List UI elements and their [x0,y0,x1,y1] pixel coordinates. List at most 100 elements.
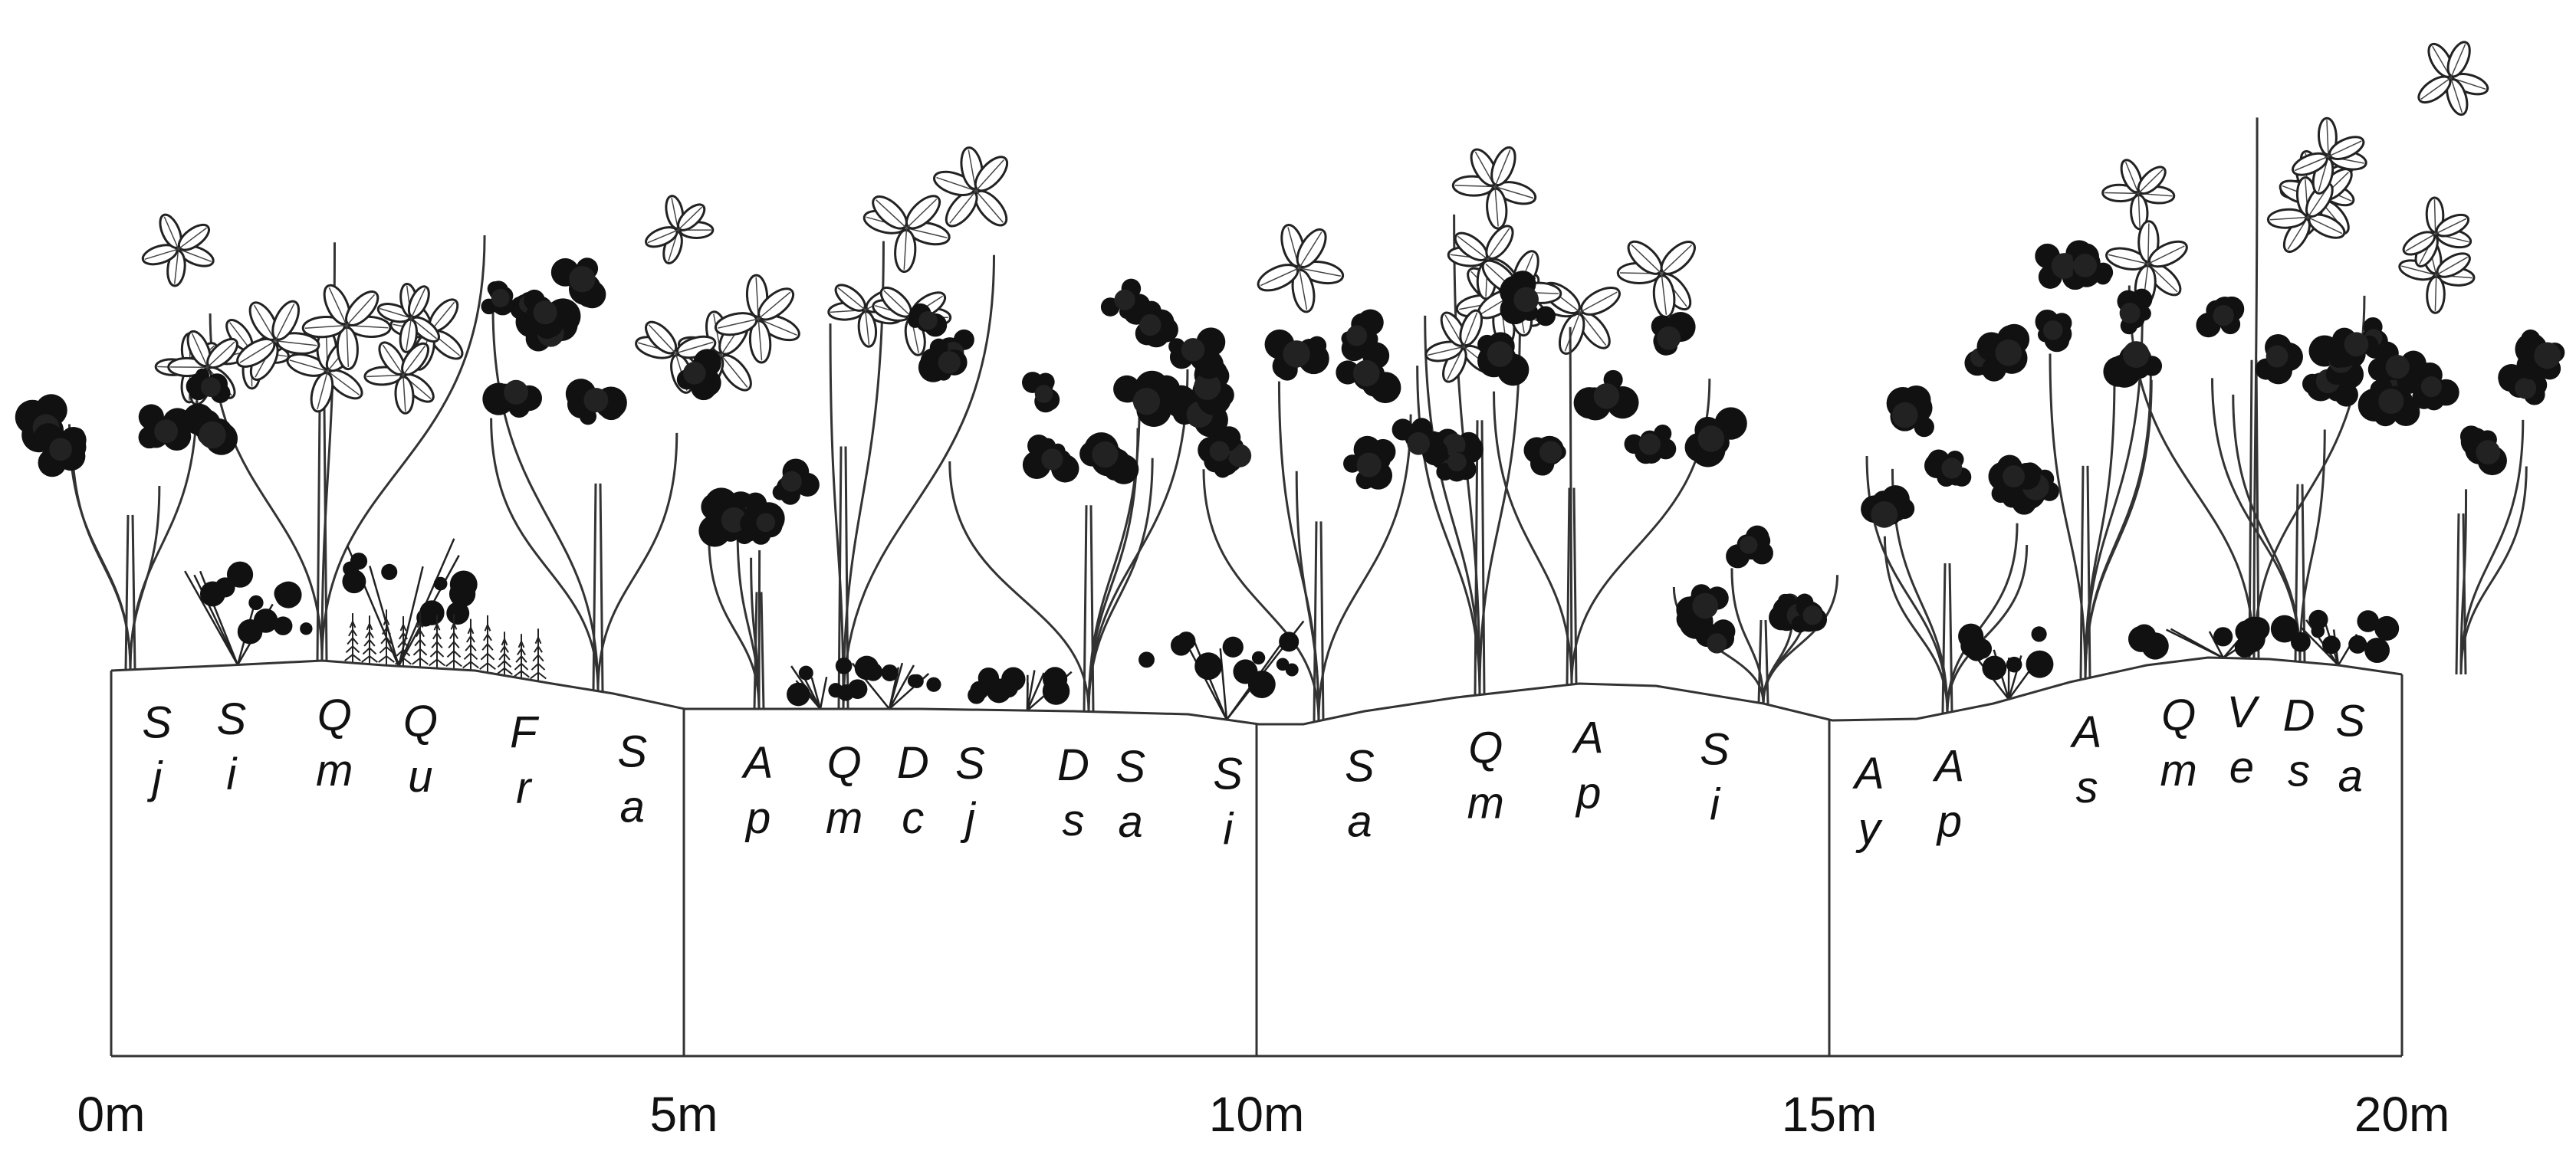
seedling [462,618,479,671]
canopy-illustration [15,41,2565,721]
shrub [342,538,478,667]
seedling [445,614,462,670]
seedling [513,634,530,679]
genus-letter: S [1345,741,1375,791]
ground-profile [110,656,2404,1058]
genus-letter: S [617,727,647,776]
seedling [344,613,361,663]
seedling [479,615,496,673]
scale-mark-label: 10m [1209,1087,1305,1142]
shrub [1138,620,1305,720]
genus-letter: F [510,708,540,758]
species-letter: a [1347,796,1372,846]
genus-letter: A [1572,713,1604,763]
shrub [968,667,1073,712]
genus-letter: Q [827,738,862,788]
understory-tree [2196,296,2417,662]
species-letter: a [1119,797,1143,847]
scale-mark-label: 20m [2354,1087,2450,1142]
species-letter: y [1855,804,1883,854]
seedling [429,615,445,669]
shrub [2300,609,2400,666]
understory-tree [1392,271,1747,685]
understory-tree [698,458,820,710]
species-letter: p [744,793,770,843]
understory-tree [481,258,721,691]
species-letter: i [1223,804,1234,854]
genus-letter: S [955,739,985,789]
genus-letter: Q [1468,723,1503,773]
genus-letter: S [142,697,172,747]
species-letter: r [516,763,533,813]
genus-letter: D [897,738,929,788]
understory-tree [1964,240,2163,679]
genus-letter: S [2335,696,2365,746]
genus-letter: S [217,694,247,744]
shrub [2128,615,2311,660]
seedling [496,631,513,676]
species-letter: i [1710,780,1721,830]
shrub [184,561,313,666]
genus-letter: Q [317,691,352,740]
understory-tree [1672,525,1839,704]
canopy-tree [141,213,486,661]
species-letter: m [316,746,353,796]
species-letter: i [226,750,238,799]
genus-letter: S [1213,749,1243,799]
species-letter: m [2160,746,2197,796]
species-letter: e [2229,743,2254,792]
seedling [412,612,429,668]
shrub [1958,623,2054,700]
species-letter: m [1467,779,1504,828]
genus-letter: A [2070,707,2102,757]
species-letter: c [902,793,924,843]
species-letter: j [146,753,163,802]
species-letter: p [1575,768,1601,818]
genus-letter: Q [2161,691,2196,740]
species-letter: a [620,782,645,832]
shrub [787,658,868,710]
genus-letter: A [1933,741,1965,791]
species-letter: p [1936,796,1962,846]
genus-letter: A [741,738,774,788]
genus-letter: Q [403,697,438,746]
understory-tree [2358,329,2565,675]
understory-tree [1861,385,2059,713]
species-letter: u [408,752,432,802]
seedling [395,616,412,667]
species-letter: j [960,794,977,844]
seedling [378,609,395,666]
genus-letter: S [1116,742,1145,792]
genus-letter: V [2226,687,2260,737]
understory-tree [15,368,238,670]
species-letter: a [2338,751,2363,801]
species-letter: m [826,793,863,843]
scale-mark-label: 0m [77,1087,146,1142]
seedling [530,628,547,681]
species-letter: s [1062,796,1084,845]
canopy-tree [2101,41,2489,659]
scale-mark-label: 15m [1782,1087,1878,1142]
seedling [361,615,378,664]
